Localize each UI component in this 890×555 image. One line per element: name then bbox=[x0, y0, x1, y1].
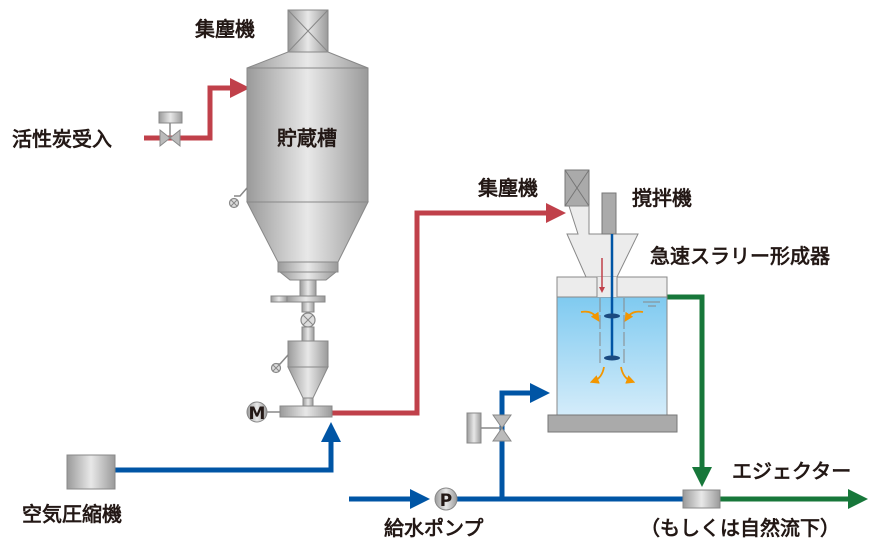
top-dust-collector-label: 集塵機 bbox=[194, 17, 255, 41]
pump-symbol: P bbox=[440, 491, 452, 511]
mixing-flow-arrow bbox=[589, 366, 605, 384]
mixing-flow-arrow bbox=[624, 310, 644, 322]
water-control-valve bbox=[466, 412, 512, 444]
ejector-note-label: （もしくは自然流下） bbox=[640, 516, 840, 540]
storage-tank: 貯蔵槽 bbox=[228, 9, 369, 281]
motor-icon bbox=[246, 401, 268, 423]
air-compressor-icon bbox=[66, 454, 116, 490]
carbon-transfer-pipe bbox=[332, 203, 566, 416]
valve-icon bbox=[159, 128, 181, 148]
air-supply-pipe bbox=[115, 422, 341, 473]
feed-pump-icon bbox=[434, 487, 458, 511]
screw-feeder-icon bbox=[279, 405, 333, 418]
air-compressor-label: 空気圧縮機 bbox=[22, 502, 122, 526]
slurry-overflow-pipe bbox=[667, 294, 712, 487]
carbon-intake-label: 活性炭受入 bbox=[12, 127, 112, 151]
agitator-label: 撹拌機 bbox=[632, 186, 692, 210]
feed-water-branch-pipe bbox=[499, 383, 550, 499]
slurry-former bbox=[547, 169, 678, 433]
agitator-motor-icon bbox=[601, 192, 617, 235]
mixing-flow-arrow bbox=[620, 366, 636, 384]
intake-valve bbox=[158, 111, 183, 148]
motor-symbol: M bbox=[249, 404, 266, 424]
ejector-icon bbox=[682, 489, 721, 509]
discharge-assembly: M bbox=[246, 279, 333, 424]
carbon-intake-pipe bbox=[144, 78, 250, 141]
mixing-flow-arrow bbox=[580, 310, 600, 322]
valve-icon bbox=[492, 414, 512, 442]
storage-tank-label: 貯蔵槽 bbox=[277, 126, 337, 150]
feed-pump-label: 給水ポンプ bbox=[384, 516, 484, 540]
ejector-label: エジェクター bbox=[732, 459, 851, 483]
right-dust-collector-label: 集塵機 bbox=[477, 176, 538, 200]
slurry-former-label: 急速スラリー形成器 bbox=[650, 244, 831, 268]
